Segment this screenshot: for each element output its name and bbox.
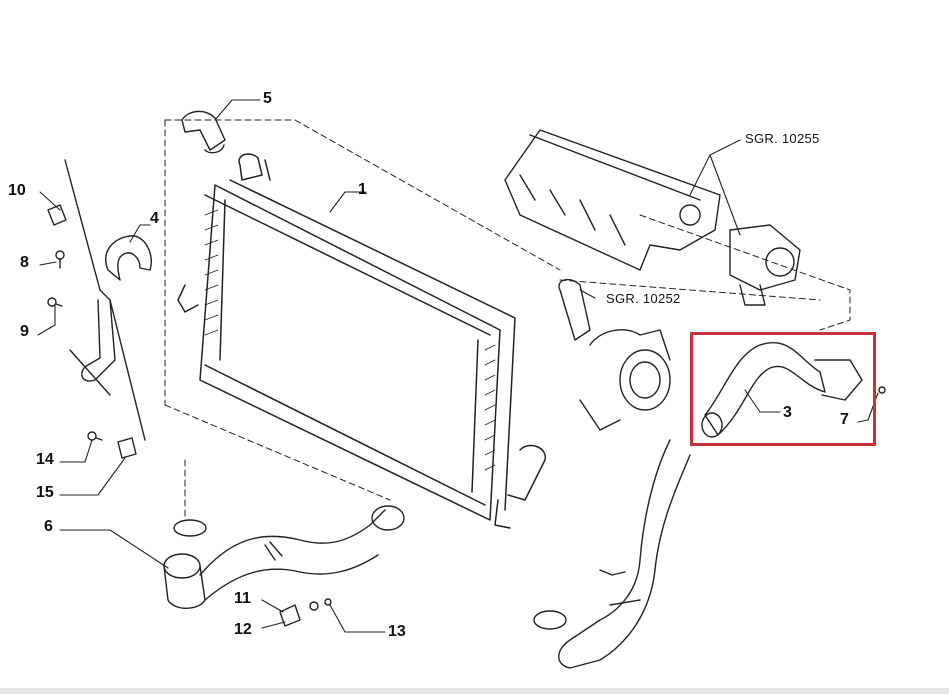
callout-12: 12	[234, 621, 252, 638]
leader-lines	[37, 99, 879, 633]
throttle-body	[729, 224, 801, 306]
intake-manifold	[504, 129, 721, 271]
pipe-5	[181, 110, 226, 154]
callout-6: 6	[44, 518, 53, 535]
assembly-outline	[164, 119, 851, 521]
bottom-strip	[0, 688, 949, 694]
callout-14: 14	[36, 451, 54, 468]
reference-manifold: SGR. 10255	[745, 131, 820, 146]
callout-13: 13	[388, 623, 406, 640]
callout-9: 9	[20, 323, 29, 340]
pipe-lower-right	[533, 439, 691, 669]
pipe-6	[163, 505, 405, 609]
callout-3: 3	[783, 404, 792, 421]
intercooler	[177, 153, 546, 529]
fastener-8	[55, 250, 65, 269]
callout-15: 15	[36, 484, 54, 501]
fastener-9	[47, 297, 63, 307]
callout-11: 11	[234, 590, 251, 607]
fastener-15	[117, 437, 137, 459]
hose-4	[64, 159, 152, 441]
reference-turbo: SGR. 10252	[606, 291, 681, 306]
turbocharger	[558, 278, 671, 431]
highlight-frame	[690, 332, 876, 446]
callout-4: 4	[150, 210, 159, 227]
hose-3	[701, 342, 886, 438]
callout-7: 7	[840, 411, 849, 428]
fasteners-bottom	[279, 598, 332, 627]
callout-5: 5	[263, 90, 272, 107]
callout-10: 10	[8, 182, 26, 199]
fastener-14	[87, 431, 103, 441]
callout-8: 8	[20, 254, 29, 271]
callout-1: 1	[358, 181, 367, 198]
